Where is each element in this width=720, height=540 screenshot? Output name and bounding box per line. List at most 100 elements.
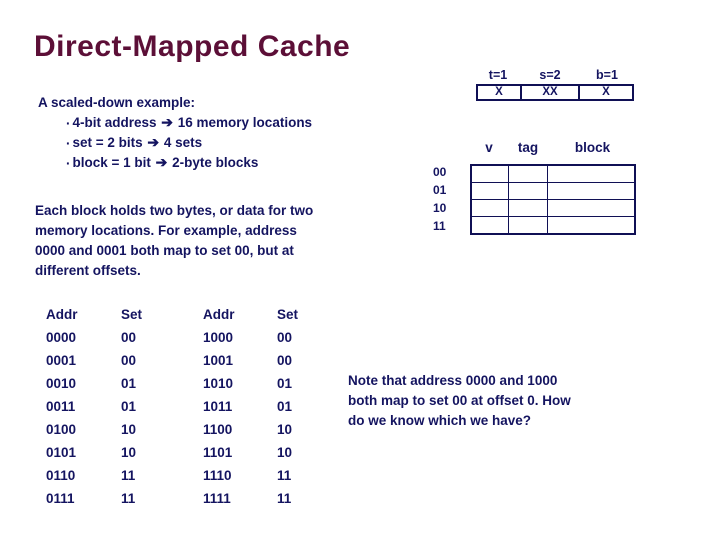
bullet-list: ·4-bit address ➔ 16 memory locations ·se… xyxy=(66,113,312,173)
arrow-right-icon: ➔ xyxy=(155,154,168,170)
cell-addr-left: 0100 xyxy=(46,422,77,437)
column-header-addr-left: Addr xyxy=(46,307,78,322)
cell-addr-left: 0001 xyxy=(46,353,77,368)
table-row xyxy=(470,182,636,200)
cache-cell-valid[interactable] xyxy=(470,164,509,183)
note-line: do we know which we have? xyxy=(348,413,532,428)
cache-cell-valid[interactable] xyxy=(470,199,509,217)
cell-addr-left: 0111 xyxy=(46,491,75,506)
cell-addr-right: 1100 xyxy=(203,422,233,437)
bullet-item-set: ·set = 2 bits ➔ 4 sets xyxy=(66,133,312,153)
cell-addr-left: 0101 xyxy=(46,445,77,460)
explanation-paragraph: Each block holds two bytes, or data for … xyxy=(35,201,425,281)
bullet-text-before: block = 1 bit xyxy=(72,155,155,170)
cell-addr-right: 1110 xyxy=(203,468,232,483)
cache-cell-tag[interactable] xyxy=(508,182,548,200)
cache-cell-valid[interactable] xyxy=(470,182,509,200)
cache-cell-block[interactable] xyxy=(547,199,636,217)
bullet-text-before: 4-bit address xyxy=(72,115,161,130)
note-text: Note that address 0000 and 1000 both map… xyxy=(348,371,668,431)
bullet-text-before: set = 2 bits xyxy=(72,135,147,150)
column-header-set-left: Set xyxy=(121,307,143,322)
address-format-cell-block: X xyxy=(602,85,610,98)
table-row: 0001 00 1001 00 xyxy=(46,349,337,372)
cache-row-label: 10 xyxy=(433,201,447,215)
cache-cell-valid[interactable] xyxy=(470,216,509,235)
cell-addr-right: 1011 xyxy=(203,399,233,414)
address-format-labels: t=1 s=2 b=1 xyxy=(476,66,634,84)
cell-addr-right: 1111 xyxy=(203,491,231,506)
paragraph-line: Each block holds two bytes, or data for … xyxy=(35,203,314,218)
cache-cell-tag[interactable] xyxy=(508,164,548,183)
cell-set-right: 00 xyxy=(277,353,293,368)
bullet-dot-icon: · xyxy=(66,155,71,171)
cell-set-right: 01 xyxy=(277,376,293,391)
cache-cell-block[interactable] xyxy=(547,164,636,183)
table-row: 0110 11 1110 11 xyxy=(46,464,337,487)
cell-set-right: 00 xyxy=(277,330,293,345)
bullet-item-block: ·block = 1 bit ➔ 2-byte blocks xyxy=(66,153,312,173)
cache-cell-tag[interactable] xyxy=(508,216,548,235)
cell-set-right: 10 xyxy=(277,445,293,460)
cell-set-left: 00 xyxy=(121,353,137,368)
tag-bits-label: t=1 xyxy=(488,68,508,82)
cell-addr-left: 0000 xyxy=(46,330,77,345)
cell-addr-right: 1010 xyxy=(203,376,234,391)
cell-set-left: 01 xyxy=(121,376,137,391)
note-line: Note that address 0000 and 1000 xyxy=(348,373,558,388)
table-row: 0111 11 1111 11 xyxy=(46,487,337,510)
paragraph-line: different offsets. xyxy=(35,263,141,278)
bullet-item-address: ·4-bit address ➔ 16 memory locations xyxy=(66,113,312,133)
cell-addr-left: 0110 xyxy=(46,468,76,483)
cache-table-row-labels: 00 01 10 11 xyxy=(433,163,446,235)
table-row xyxy=(470,199,636,217)
page-title: Direct-Mapped Cache xyxy=(34,30,351,63)
arrow-right-icon: ➔ xyxy=(161,114,174,130)
cell-set-left: 10 xyxy=(121,445,137,460)
cache-header-tag: tag xyxy=(517,139,539,155)
address-format-diagram: t=1 s=2 b=1 X XX X xyxy=(476,66,634,101)
cell-set-right: 01 xyxy=(277,399,293,414)
column-header-addr-right: Addr xyxy=(203,307,235,322)
cache-cell-block[interactable] xyxy=(547,216,636,235)
table-row xyxy=(470,164,636,183)
block-bits-label: b=1 xyxy=(596,68,618,82)
cell-set-left: 00 xyxy=(121,330,137,345)
table-row: 0101 10 1101 10 xyxy=(46,441,337,464)
cell-set-right: 10 xyxy=(277,422,293,437)
cache-row-label: 11 xyxy=(433,219,446,233)
table-header-row: Addr Set Addr Set xyxy=(46,303,337,326)
set-bits-label: s=2 xyxy=(539,68,561,82)
cell-set-right: 11 xyxy=(277,468,292,483)
bullet-text-after: 2-byte blocks xyxy=(168,155,259,170)
bullet-dot-icon: · xyxy=(66,135,71,151)
cache-header-block: block xyxy=(574,139,611,155)
bullet-dot-icon: · xyxy=(66,115,71,131)
table-row: 0100 10 1100 10 xyxy=(46,418,337,441)
cell-addr-right: 1000 xyxy=(203,330,234,345)
cache-cell-tag[interactable] xyxy=(508,199,548,217)
table-row xyxy=(470,216,636,235)
table-row: 0010 01 1010 01 xyxy=(46,372,337,395)
bullet-text-after: 4 sets xyxy=(160,135,203,150)
address-format-cell-tag: X xyxy=(478,86,522,99)
cell-set-left: 10 xyxy=(121,422,137,437)
cell-set-left: 01 xyxy=(121,399,137,414)
cache-cell-block[interactable] xyxy=(547,182,636,200)
paragraph-line: memory locations. For example, address xyxy=(35,223,297,238)
cell-addr-left: 0011 xyxy=(46,399,76,414)
address-set-mapping-table: Addr Set Addr Set 0000 00 1000 00 0001 0… xyxy=(46,303,337,510)
paragraph-line: 0000 and 0001 both map to set 00, but at xyxy=(35,243,294,258)
note-line: both map to set 00 at offset 0. How xyxy=(348,393,571,408)
cell-set-left: 11 xyxy=(121,468,136,483)
cell-addr-left: 0010 xyxy=(46,376,77,391)
cache-table-headers: v tag block xyxy=(470,138,637,156)
intro-lead-text: A scaled-down example: xyxy=(38,95,196,110)
cell-set-right: 11 xyxy=(277,491,292,506)
address-format-box: X XX X xyxy=(476,84,634,101)
arrow-right-icon: ➔ xyxy=(147,134,160,150)
cache-row-label: 00 xyxy=(433,165,447,179)
cache-header-valid: v xyxy=(485,139,493,155)
cell-addr-right: 1001 xyxy=(203,353,234,368)
